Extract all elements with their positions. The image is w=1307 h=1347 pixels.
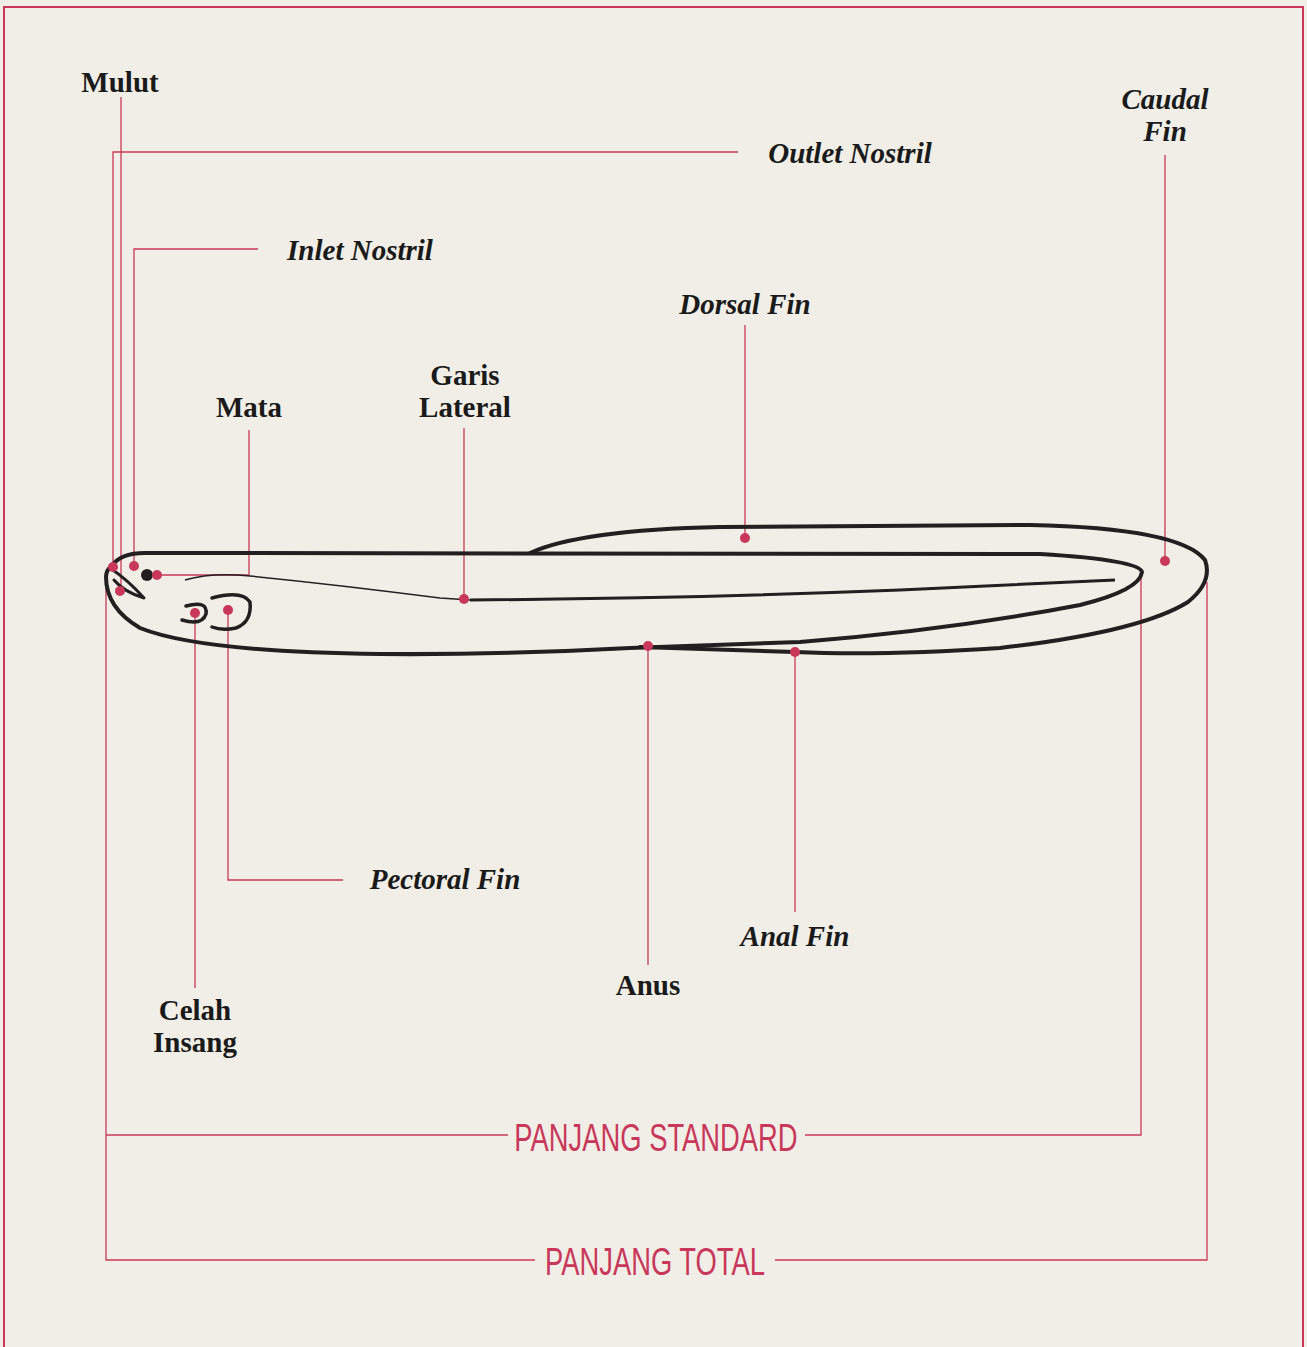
callout-dot [190, 608, 200, 618]
part-label: Anus [578, 969, 718, 1001]
part-label: Garis Lateral [405, 359, 525, 423]
eye [141, 569, 153, 581]
callout-dot [790, 647, 800, 657]
callout-dot [115, 586, 125, 596]
part-label: Pectoral Fin [325, 863, 565, 895]
leader-line [463, 428, 464, 599]
part-label: Anal Fin [705, 920, 885, 952]
part-label: Caudal Fin [1105, 83, 1225, 147]
dimension-line [106, 1134, 508, 1135]
dimension-line [106, 577, 535, 1260]
eel-body [106, 525, 1207, 654]
callout-dot [129, 561, 139, 571]
leader-lines [106, 97, 1207, 1260]
callout-dot [459, 594, 469, 604]
dimension-line [805, 576, 1141, 1135]
callout-dot [108, 562, 118, 572]
mouth [110, 568, 144, 598]
body-outline [106, 553, 1142, 654]
callout-dot [740, 533, 750, 543]
lateral-line [185, 575, 1115, 600]
callout-dot [223, 605, 233, 615]
dimension-label: PANJANG TOTAL [545, 1242, 765, 1282]
leader-line [113, 152, 738, 567]
leader-line [120, 97, 121, 591]
leader-line [1164, 155, 1165, 561]
pectoral-fin [212, 595, 250, 629]
part-label: Dorsal Fin [635, 288, 855, 320]
part-label: Mulut [40, 66, 200, 98]
part-label: Mata [179, 391, 319, 423]
part-label: Inlet Nostril [250, 234, 470, 266]
callout-dots [108, 533, 1170, 657]
leader-line [794, 652, 795, 912]
leader-line [744, 325, 745, 538]
gill-slit [182, 604, 206, 622]
part-label: Celah Insang [135, 994, 255, 1058]
callout-dot [643, 641, 653, 651]
leader-line [647, 646, 648, 965]
callout-dot [1160, 556, 1170, 566]
dimension-label: PANJANG STANDARD [514, 1118, 797, 1158]
frame-border [4, 7, 1303, 1347]
lateral-line [470, 580, 1115, 600]
leader-line [194, 613, 195, 988]
part-label: Outlet Nostril [720, 137, 980, 169]
callout-dot [152, 570, 162, 580]
